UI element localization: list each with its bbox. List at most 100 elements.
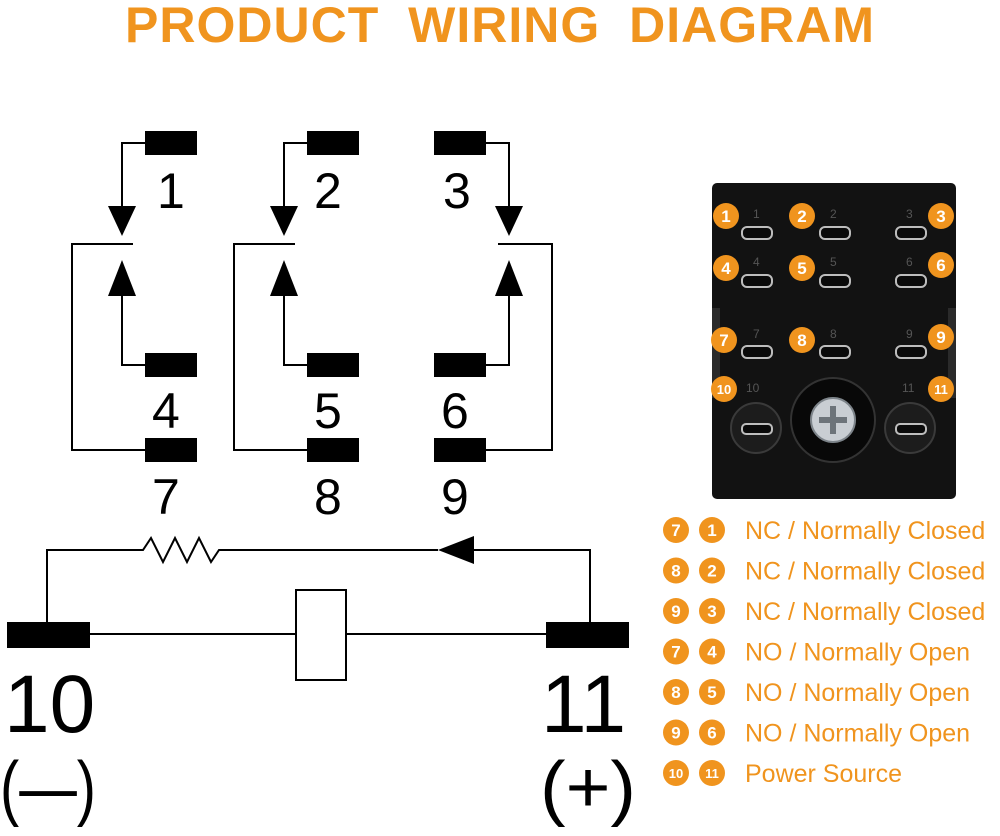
pin-label-8: 8: [314, 469, 342, 525]
coil-circuit: [46, 535, 591, 681]
legend-badge-b-text: 2: [707, 562, 716, 581]
legend: 7 1 NC / Normally Closed 8 2 NC / Normally Cl…: [663, 517, 985, 788]
arrow-down-2: [270, 206, 298, 236]
legend-badge-a-circle: [663, 557, 689, 584]
legend-badge-b-text: 6: [707, 724, 716, 743]
svg-text:9: 9: [936, 328, 945, 347]
legend-badge-b-text: 5: [707, 683, 716, 702]
pin-label-6: 6: [441, 383, 469, 439]
badge-3: [928, 203, 954, 229]
terminal-2: [307, 131, 359, 155]
terminal-6: [434, 353, 486, 377]
svg-text:4: 4: [721, 259, 731, 278]
legend-row: 7 4 NO / Normally Open: [663, 638, 970, 667]
legend-badge-a-text: 7: [671, 643, 680, 662]
pin-label-1: 1: [157, 163, 185, 219]
socket-label-11: 11: [902, 381, 915, 395]
legend-badge-a-text: 9: [671, 602, 680, 621]
pin-label-3: 3: [443, 163, 471, 219]
legend-badge-b-text: 1: [707, 521, 716, 540]
socket-label-1: 1: [753, 207, 760, 221]
svg-text:3: 3: [936, 207, 945, 226]
socket-slot-4: [741, 274, 773, 288]
terminal-10: [7, 622, 90, 648]
badge-4: [713, 255, 739, 281]
socket-label-10: 10: [746, 381, 760, 395]
legend-badge-b-circle: [699, 638, 725, 665]
contact-group-2: [233, 131, 359, 462]
socket-label-7: 7: [753, 327, 760, 341]
legend-badge-a-circle: [663, 679, 689, 705]
socket-label-2: 2: [830, 207, 837, 221]
page-title: PRODUCT WIRING DIAGRAM: [125, 0, 875, 53]
badge-10: [711, 376, 737, 402]
legend-badge-a-circle: [663, 760, 689, 786]
socket-label-9: 9: [906, 327, 913, 341]
arrow-up-5: [270, 260, 298, 296]
terminal-9: [434, 438, 486, 462]
positive-polarity-label: (+): [540, 748, 636, 828]
legend-text: NC / Normally Closed: [745, 598, 985, 626]
legend-badge-b-circle: [699, 517, 725, 543]
socket-slot-9: [895, 345, 927, 359]
legend-badge-b-text: 4: [707, 643, 717, 662]
legend-badge-a-circle: [663, 638, 689, 665]
pin-label-10: 10: [4, 659, 95, 750]
legend-badge-a-text: 8: [671, 683, 680, 702]
badge-1: [713, 203, 739, 229]
badge-6: [928, 252, 954, 278]
badge-8: [789, 327, 815, 353]
pin-label-2: 2: [314, 163, 342, 219]
arrow-up-6: [495, 260, 523, 296]
legend-badge-b-circle: [699, 598, 725, 624]
legend-badge-a-circle: [663, 598, 689, 624]
socket-slot-7: [741, 345, 773, 359]
socket-slot-8: [819, 345, 851, 359]
legend-badge-b-circle: [699, 760, 725, 786]
legend-badge-a-text: 10: [669, 766, 683, 781]
svg-text:7: 7: [719, 331, 728, 350]
socket-badges: 1 2 3 4 5 6 7 8 9 10 11: [711, 203, 954, 402]
legend-badge-a-text: 7: [671, 521, 680, 540]
socket-label-3: 3: [906, 207, 913, 221]
legend-badge-a-circle: [663, 517, 689, 543]
contact-group-3: [434, 131, 553, 462]
socket-slot-1: [741, 226, 773, 240]
svg-text:6: 6: [936, 256, 945, 275]
arrow-down-3: [495, 206, 523, 236]
badge-7: [711, 327, 737, 353]
terminal-8: [307, 438, 359, 462]
terminal-7: [145, 438, 197, 462]
badge-11: [928, 376, 954, 402]
relay-coil: [295, 589, 347, 681]
terminal-11: [546, 622, 629, 648]
socket-label-8: 8: [830, 327, 837, 341]
legend-badge-a-circle: [663, 719, 689, 746]
socket-slot-6: [895, 274, 927, 288]
svg-text:1: 1: [721, 207, 730, 226]
terminal-1: [145, 131, 197, 155]
legend-text: NC / Normally Closed: [745, 558, 985, 586]
legend-badge-a-text: 8: [671, 562, 680, 581]
terminal-4: [145, 353, 197, 377]
legend-badge-b-circle: [699, 557, 725, 584]
socket-label-4: 4: [753, 255, 760, 269]
legend-text: NO / Normally Open: [745, 720, 970, 748]
svg-text:8: 8: [797, 331, 806, 350]
socket-slot-5: [819, 274, 851, 288]
terminal-5: [307, 353, 359, 377]
socket-slot-3: [895, 226, 927, 240]
legend-badge-b-text: 11: [705, 766, 719, 781]
socket-label-6: 6: [906, 255, 913, 269]
contact-group-1: [71, 131, 197, 462]
pin-label-5: 5: [314, 383, 342, 439]
legend-badge-b-circle: [699, 679, 725, 705]
legend-text: NO / Normally Open: [745, 639, 970, 667]
terminal-3: [434, 131, 486, 155]
pin-label-4: 4: [152, 383, 180, 439]
arrow-down-1: [108, 206, 136, 236]
